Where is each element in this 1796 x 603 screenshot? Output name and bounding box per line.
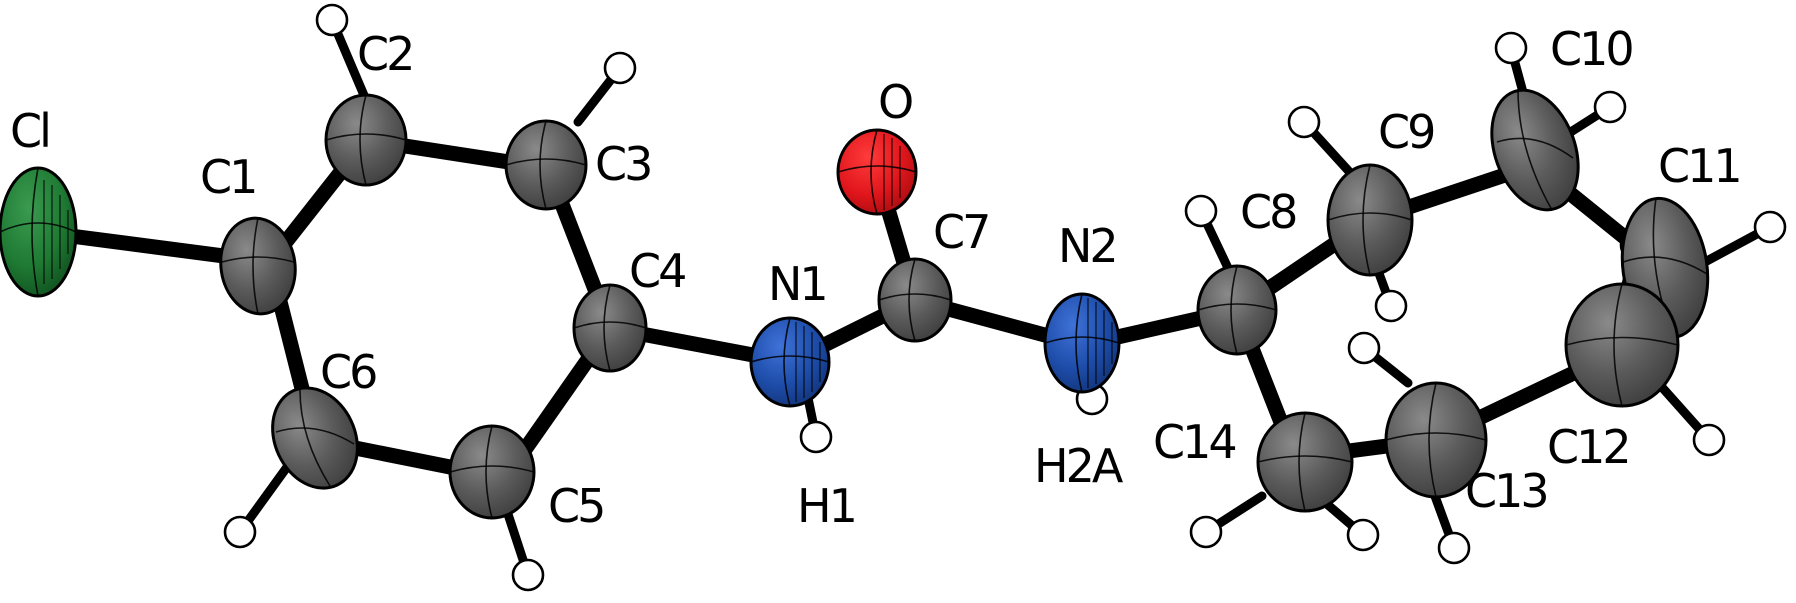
label-c2: C2 [357, 27, 412, 81]
carbon-atoms [219, 88, 1710, 520]
label-c12: C12 [1547, 420, 1629, 474]
atom-c7 [877, 257, 953, 343]
label-n2: N2 [1058, 219, 1116, 273]
atom-c8 [1196, 264, 1278, 356]
label-h2a: H2A [1034, 439, 1124, 493]
atom-c13 [1384, 381, 1488, 499]
label-n1: N1 [768, 257, 826, 311]
label-cl: Cl [10, 104, 49, 158]
atom-c10 [1490, 88, 1580, 212]
atom-c1 [219, 216, 297, 316]
label-c5: C5 [548, 479, 603, 533]
label-c3: C3 [595, 137, 650, 191]
atom-cl [0, 166, 78, 298]
atom-n2 [1043, 292, 1121, 394]
label-c13: C13 [1465, 464, 1547, 518]
atom-o [836, 128, 918, 216]
atom-c14 [1256, 411, 1354, 513]
label-c14: C14 [1153, 415, 1235, 469]
atom-c6 [271, 386, 359, 490]
label-c7: C7 [933, 205, 988, 259]
label-c1: C1 [200, 150, 255, 204]
atom-c5 [448, 424, 536, 520]
atom-c12 [1564, 282, 1680, 408]
label-c11: C11 [1658, 139, 1740, 193]
atom-c3 [504, 119, 588, 211]
label-c4: C4 [629, 244, 685, 298]
label-o: O [878, 75, 912, 129]
label-h1: H1 [797, 479, 855, 533]
atom-n1 [749, 316, 831, 408]
label-c6: C6 [320, 345, 376, 399]
atom-c9 [1326, 163, 1414, 277]
label-c10: C10 [1550, 22, 1632, 76]
label-c9: C9 [1378, 105, 1434, 159]
atom-labels: Cl C1 C2 C3 C4 C5 C6 C7 O N1 N2 H1 H2A C… [10, 22, 1743, 533]
label-c8: C8 [1240, 185, 1296, 239]
atom-c4 [572, 283, 648, 373]
atom-c2 [324, 93, 408, 187]
